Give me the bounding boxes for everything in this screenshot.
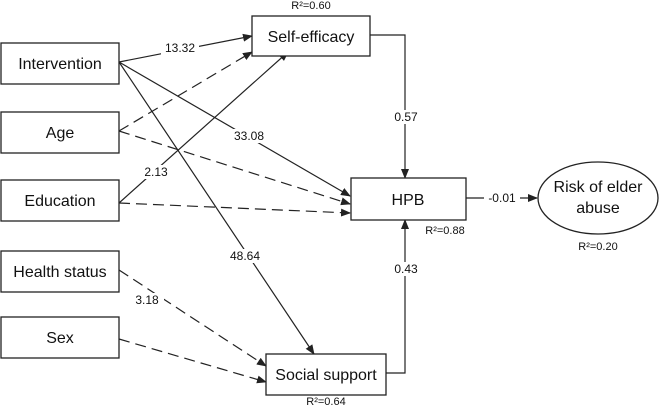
node-label-risk-line1: Risk of elder xyxy=(554,179,644,196)
node-social-support: Social support R²=0.64 xyxy=(265,353,387,408)
edge-labels: 13.32 33.08 48.64 2.13 3.18 0.57 0.43 -0… xyxy=(130,41,520,307)
edge-label-social-support-hpb: 0.43 xyxy=(394,262,418,276)
edge-label-intervention-hpb: 33.08 xyxy=(234,129,264,143)
node-education: Education xyxy=(0,179,120,222)
edge-label-self-efficacy-hpb: 0.57 xyxy=(394,110,418,124)
node-label-self-efficacy: Self-efficacy xyxy=(268,29,355,46)
node-age: Age xyxy=(0,111,120,154)
edge-age-hpb xyxy=(118,130,351,206)
r2-social-support: R²=0.64 xyxy=(306,396,345,408)
edge-age-self-efficacy xyxy=(118,51,253,132)
edge-label-hpb-risk: -0.01 xyxy=(488,191,516,205)
node-self-efficacy: Self-efficacy R²=0.60 xyxy=(251,0,371,57)
node-label-risk-line2: abuse xyxy=(576,200,620,217)
node-risk-of-elder-abuse: Risk of elder abuse R²=0.20 xyxy=(537,161,659,253)
edge-sex-social-support xyxy=(118,338,267,384)
edge-education-hpb xyxy=(118,202,351,217)
r2-risk: R²=0.20 xyxy=(578,241,617,253)
edge-label-intervention-social-support: 48.64 xyxy=(230,249,260,263)
r2-self-efficacy: R²=0.60 xyxy=(291,0,330,12)
edge-health-status-social-support xyxy=(118,269,267,367)
node-label-education: Education xyxy=(24,193,95,210)
node-label-age: Age xyxy=(46,125,75,142)
edge-label-intervention-self-efficacy: 13.32 xyxy=(165,41,195,55)
edges xyxy=(118,33,538,384)
node-label-social-support: Social support xyxy=(275,367,377,384)
edge-education-self-efficacy xyxy=(118,51,289,204)
node-label-sex: Sex xyxy=(46,330,74,347)
node-label-intervention: Intervention xyxy=(18,56,102,73)
node-label-hpb: HPB xyxy=(392,192,425,209)
node-intervention: Intervention xyxy=(0,42,120,85)
edge-label-education-self-efficacy: 2.13 xyxy=(144,165,168,179)
node-label-health-status: Health status xyxy=(13,264,106,281)
edge-label-health-status-social-support: 3.18 xyxy=(135,293,159,307)
node-sex: Sex xyxy=(0,316,120,359)
node-hpb: HPB R²=0.88 xyxy=(350,177,467,237)
r2-hpb: R²=0.88 xyxy=(425,225,464,237)
edge-self-efficacy-hpb xyxy=(370,34,409,179)
edge-intervention-social-support xyxy=(118,61,315,355)
node-health-status: Health status xyxy=(0,250,120,293)
edge-social-support-hpb xyxy=(386,219,409,374)
